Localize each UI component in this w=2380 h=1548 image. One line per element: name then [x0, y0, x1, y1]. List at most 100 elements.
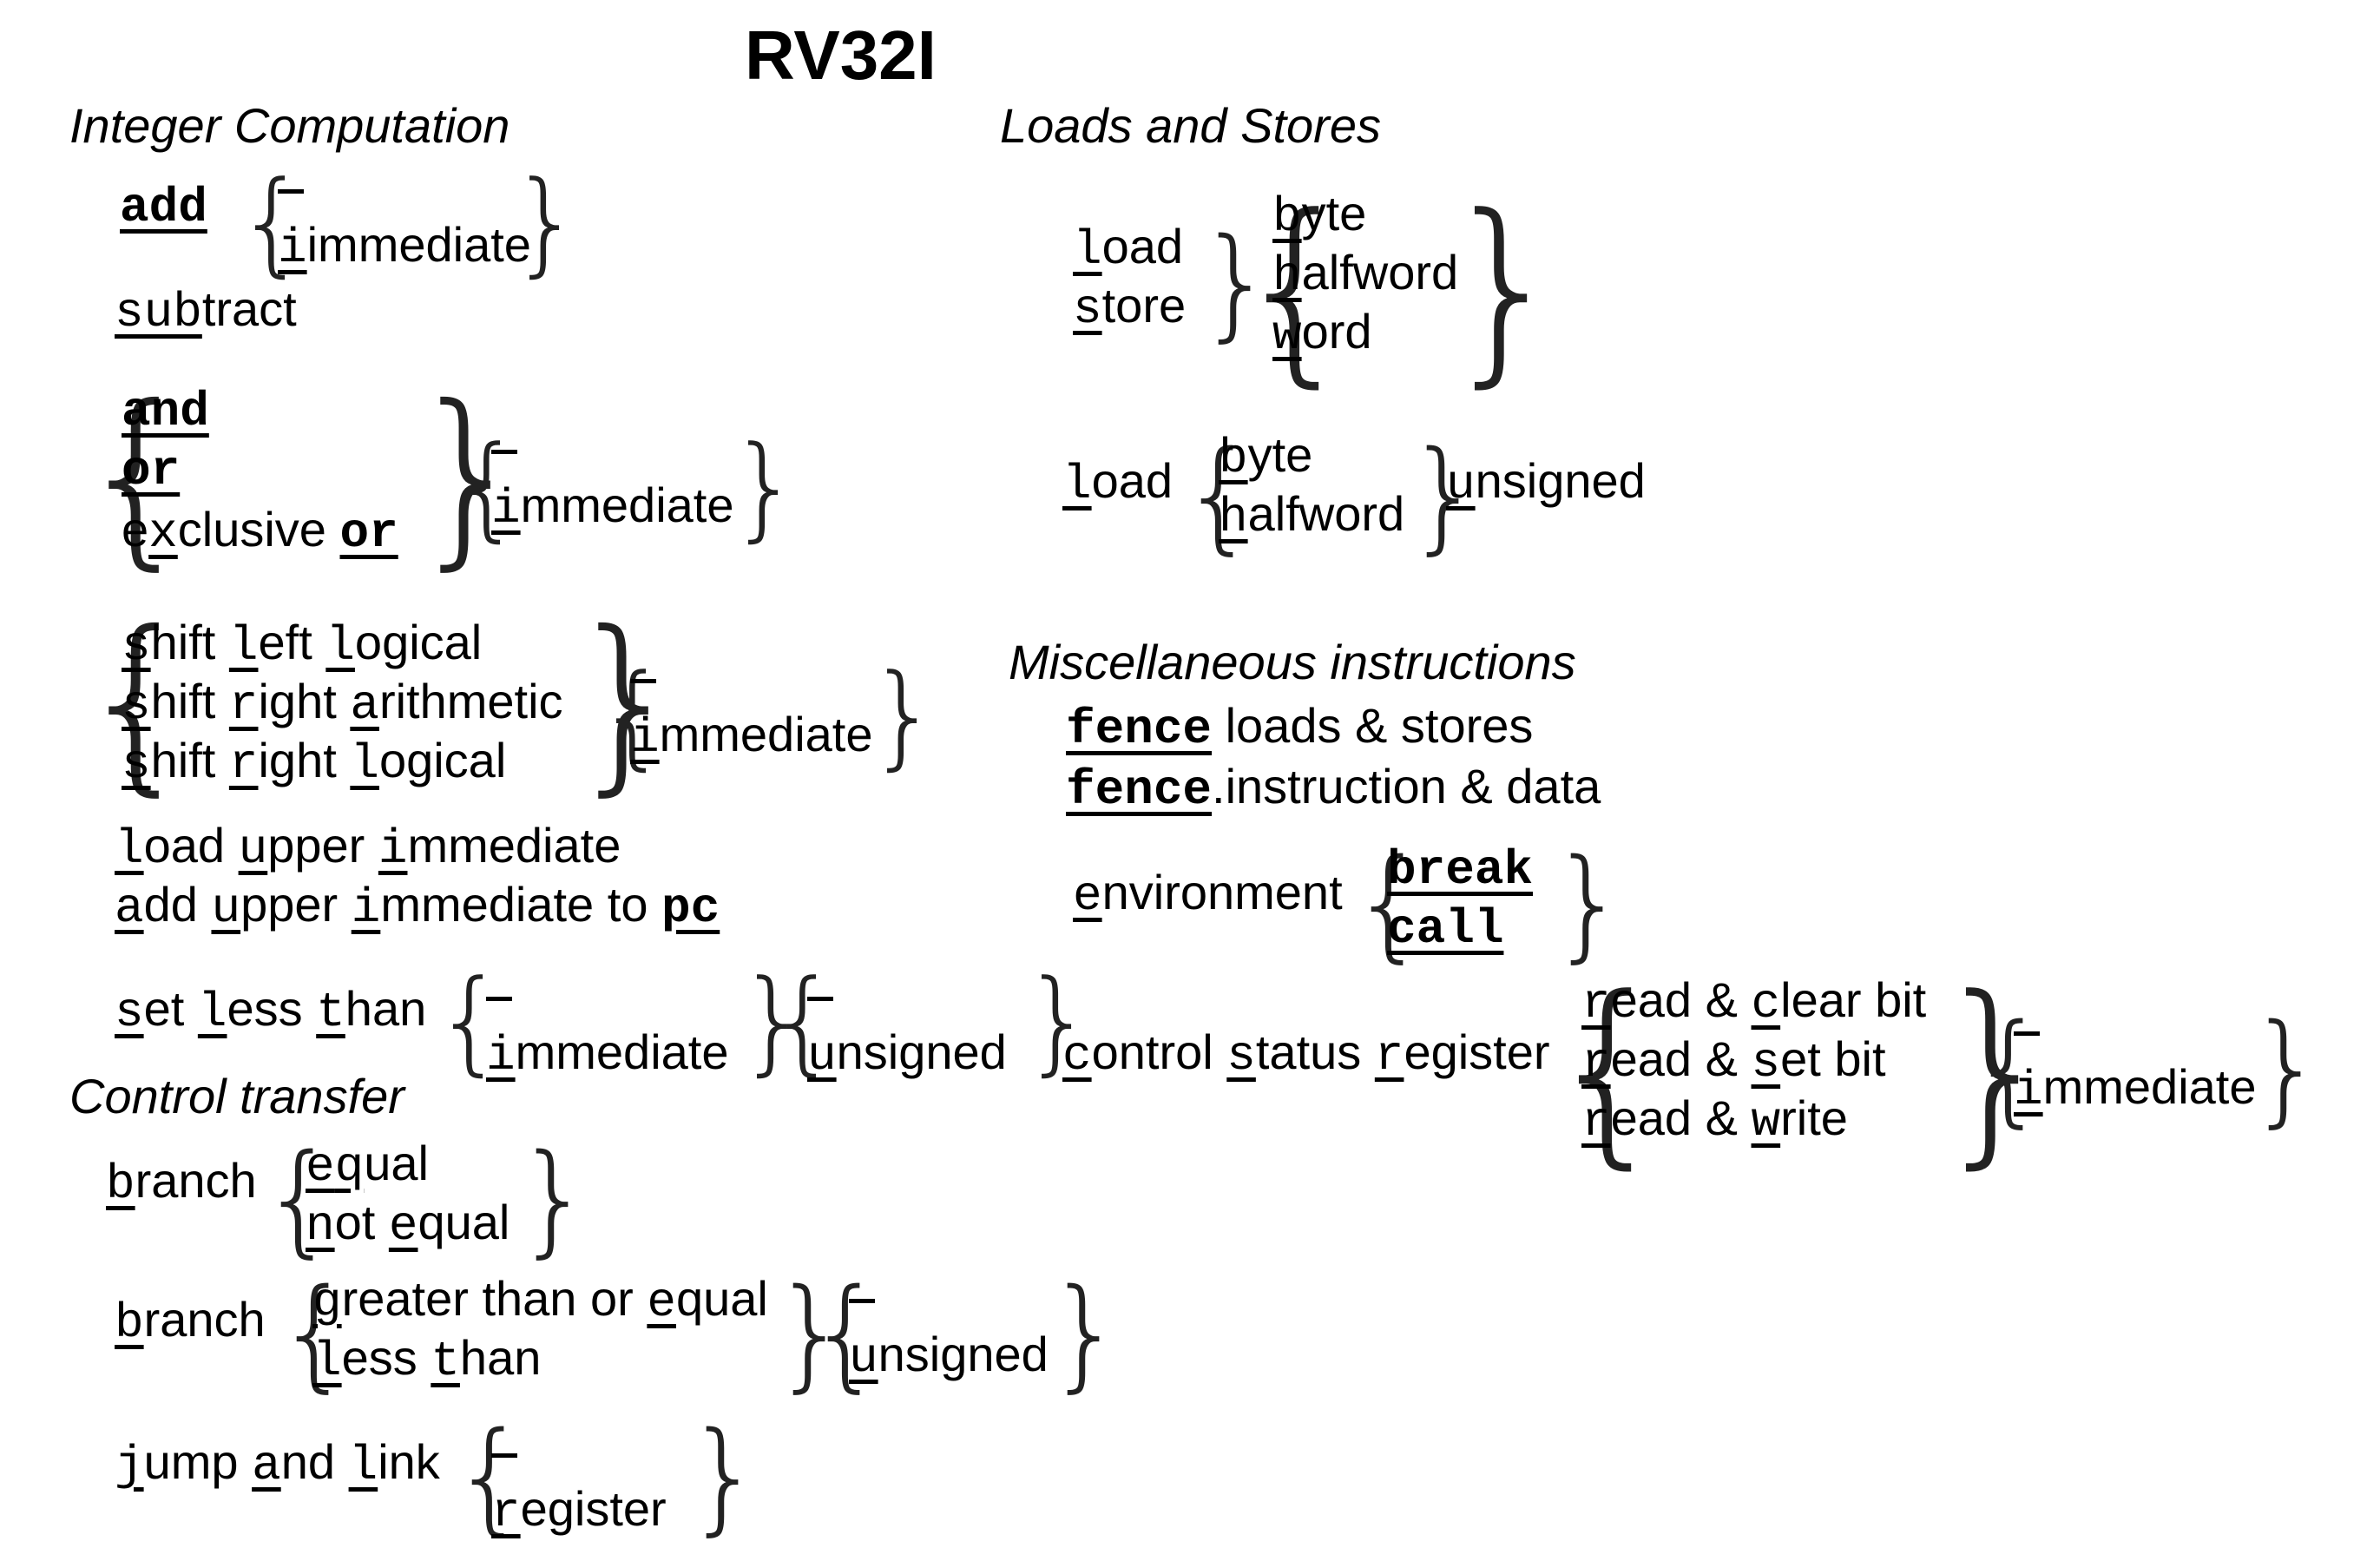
instr-fence: fence loads & stores	[1066, 698, 1534, 757]
option-immediate: immediate	[491, 478, 734, 537]
slt-options-2: unsigned	[807, 981, 1007, 1084]
brace-left: {	[260, 1129, 339, 1270]
brace-left: {	[597, 649, 669, 781]
option-empty	[491, 1438, 667, 1497]
instr-lui: load upper immediate	[115, 818, 621, 877]
brace-right: }	[408, 365, 529, 587]
brace-right: }	[1550, 833, 1628, 975]
instr-add: add	[120, 180, 207, 235]
option-immediate: immediate	[486, 1024, 729, 1084]
instr-jal: jump and link	[115, 1434, 440, 1493]
option-empty	[630, 663, 872, 722]
size-byte: byte	[1272, 186, 1367, 245]
instr-fence-i: fence.instruction & data	[1066, 759, 1601, 818]
brace-right: }	[1441, 174, 1568, 405]
brace-left: {	[276, 1263, 354, 1405]
label-unsigned: unsigned	[1446, 453, 1646, 512]
logic-options: immediate	[491, 434, 734, 537]
page-title: RV32I	[745, 16, 937, 94]
brace-right: }	[738, 955, 810, 1087]
shift-options: immediate	[630, 663, 872, 766]
option-empty	[486, 981, 728, 1040]
brace-left: {	[807, 1263, 885, 1405]
shift-ops: shift left logical shift right arithmeti…	[122, 613, 563, 792]
logic-ops: and or exclusive or	[122, 382, 398, 561]
option-empty	[849, 1283, 1049, 1342]
op-srl: shift right logical	[122, 733, 507, 792]
brace-right: }	[516, 1129, 594, 1270]
instr-csr: control status register	[1062, 1024, 1550, 1084]
op-load-unsigned: load	[1062, 453, 1174, 512]
op-store: store	[1073, 278, 1187, 337]
lu-sizes: byte halfword	[1219, 425, 1405, 545]
option-empty	[807, 981, 1007, 1040]
brace-left: {	[1233, 174, 1360, 405]
brace-left: {	[434, 955, 506, 1087]
option-empty	[491, 434, 733, 493]
op-sll: shift left logical	[122, 615, 483, 674]
option-unsigned: unsigned	[807, 1024, 1007, 1084]
brace-left: {	[76, 590, 198, 813]
op-csrrc: read & clear bit	[1581, 972, 1927, 1031]
op-load: load	[1073, 219, 1184, 278]
brace-right: }	[1932, 955, 2060, 1187]
add-options: iimmediate	[278, 174, 531, 276]
brace-right: }	[566, 590, 687, 813]
brace-left: {	[1970, 998, 2048, 1140]
op-blt: less than	[312, 1330, 542, 1389]
brace-left: {	[451, 421, 523, 553]
op-csrrs: read & set bit	[1581, 1031, 1886, 1090]
brace-left: {	[1545, 955, 1673, 1187]
ls-sizes: byte halfword word	[1272, 184, 1459, 363]
instr-auipc: add upper immediate to pc	[115, 877, 720, 936]
branch-eq-ops: equal not equal	[306, 1134, 510, 1254]
size-halfword: halfword	[1272, 245, 1459, 304]
instr-branch-cmp: branch	[115, 1292, 266, 1351]
brace-right: }	[729, 421, 801, 553]
branch-cmp-ops: greater than or equal less than	[312, 1269, 768, 1389]
section-miscellaneous: Miscellaneous instructions	[1009, 635, 1576, 689]
brace-right: }	[1406, 425, 1484, 567]
brace-right: }	[510, 156, 582, 288]
option-empty	[278, 174, 531, 233]
size-halfword: halfword	[1219, 486, 1405, 545]
op-bge: greater than or equal	[312, 1271, 768, 1330]
instr-subtract: subtract	[115, 281, 297, 340]
option-register: register	[491, 1481, 667, 1540]
csr-options: immediate	[2014, 1016, 2257, 1118]
brace-right: }	[1198, 213, 1276, 354]
option-immediate: iimmediate	[278, 217, 531, 276]
brace-left: {	[1180, 425, 1259, 567]
brace-left: {	[1351, 833, 1429, 975]
brace-right: }	[773, 1263, 851, 1405]
brace-right: }	[2248, 998, 2326, 1140]
ls-ops: load store	[1073, 217, 1187, 337]
brace-left: {	[236, 156, 308, 288]
brace-left: {	[767, 955, 839, 1087]
instr-slt: set less than	[115, 981, 427, 1040]
env-ops: break call	[1387, 840, 1533, 958]
option-empty	[2014, 1016, 2256, 1075]
op-or: or	[122, 443, 181, 498]
brace-right: }	[1022, 955, 1095, 1087]
op-and: and	[122, 384, 209, 439]
section-control-transfer: Control transfer	[69, 1069, 404, 1123]
slt-options-1: immediate	[486, 981, 729, 1084]
brace-left: {	[76, 365, 198, 587]
section-loads-and-stores: Loads and Stores	[1000, 98, 1381, 153]
instr-branch-eq: branch	[106, 1153, 257, 1212]
op-equal: equal	[306, 1136, 429, 1195]
instr-environment: environment	[1073, 865, 1343, 924]
op-not-equal: not equal	[306, 1195, 510, 1254]
size-byte: byte	[1219, 427, 1313, 486]
option-immediate: immediate	[2014, 1059, 2257, 1118]
size-word: word	[1272, 304, 1372, 363]
option-unsigned: unsigned	[849, 1327, 1049, 1386]
csr-ops: read & clear bit read & set bit read & w…	[1581, 971, 1927, 1149]
brace-right: }	[686, 1406, 764, 1548]
brace-right: }	[868, 649, 940, 781]
op-csrrw: read & write	[1581, 1090, 1848, 1149]
op-call: call	[1387, 901, 1504, 957]
op-xor: exclusive or	[122, 502, 398, 561]
branch-cmp-options: unsigned	[849, 1283, 1049, 1386]
